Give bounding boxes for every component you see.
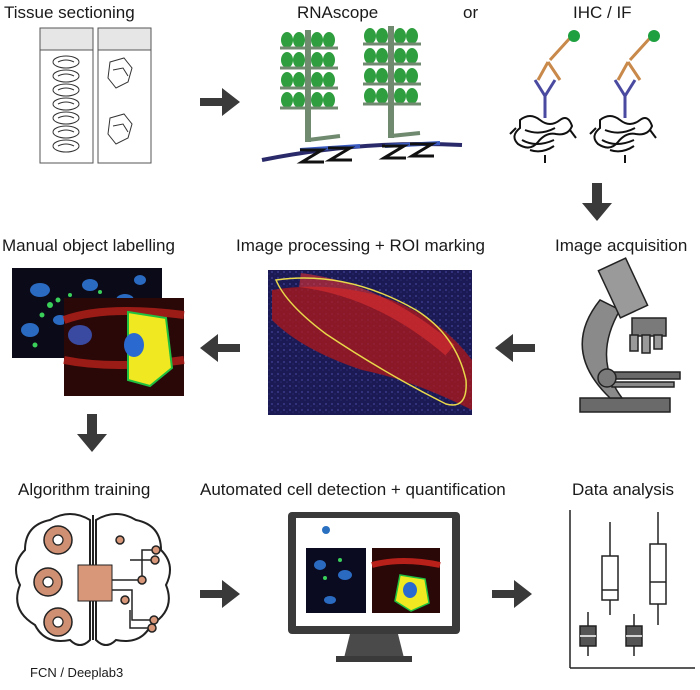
label-image-acquisition: Image acquisition xyxy=(555,236,688,255)
tissue-sectioning-panel xyxy=(39,27,152,164)
boxplot-icon xyxy=(569,510,695,669)
microscope-icon xyxy=(579,257,681,413)
circuit-lines xyxy=(112,535,161,633)
arrow-left-icon xyxy=(200,334,240,362)
label-rnascope: RNAscope xyxy=(297,3,379,22)
label-image-processing: Image processing + ROI marking xyxy=(236,236,485,255)
arrow-right-icon xyxy=(200,580,240,608)
protein-icon xyxy=(589,115,657,163)
monitor-icon xyxy=(288,512,460,662)
arrow-right-icon xyxy=(492,580,532,608)
rna-probe-tree-right xyxy=(363,26,438,160)
protein-icon xyxy=(509,115,577,163)
human-sections xyxy=(107,57,133,145)
label-manual-labelling: Manual object labelling xyxy=(2,236,175,255)
ai-box xyxy=(77,564,113,602)
rna-probe-tree-left xyxy=(280,30,356,164)
label-ihc-if: IHC / IF xyxy=(573,3,632,22)
label-automated-detection: Automated cell detection + quantificatio… xyxy=(200,480,506,499)
label-data-analysis: Data analysis xyxy=(572,480,675,499)
arrow-down-icon xyxy=(77,414,107,452)
arrow-down-icon xyxy=(582,183,612,221)
label-model-names: FCN / Deeplab3 xyxy=(30,665,124,680)
roi-image xyxy=(268,270,472,415)
label-or: or xyxy=(463,3,479,22)
antibody-icon xyxy=(533,30,580,118)
label-algorithm-training: Algorithm training xyxy=(18,480,151,499)
rnascope-illustration xyxy=(261,26,463,164)
label-tissue-sectioning: Tissue sectioning xyxy=(4,3,135,22)
arrow-left-icon xyxy=(495,334,535,362)
mouse-sections xyxy=(52,55,80,153)
ihc-if-illustration xyxy=(509,30,660,163)
arrow-right-icon xyxy=(200,88,240,116)
manual-labelling-images xyxy=(12,268,185,396)
antibody-icon xyxy=(613,30,660,118)
roi-outline xyxy=(274,277,467,406)
